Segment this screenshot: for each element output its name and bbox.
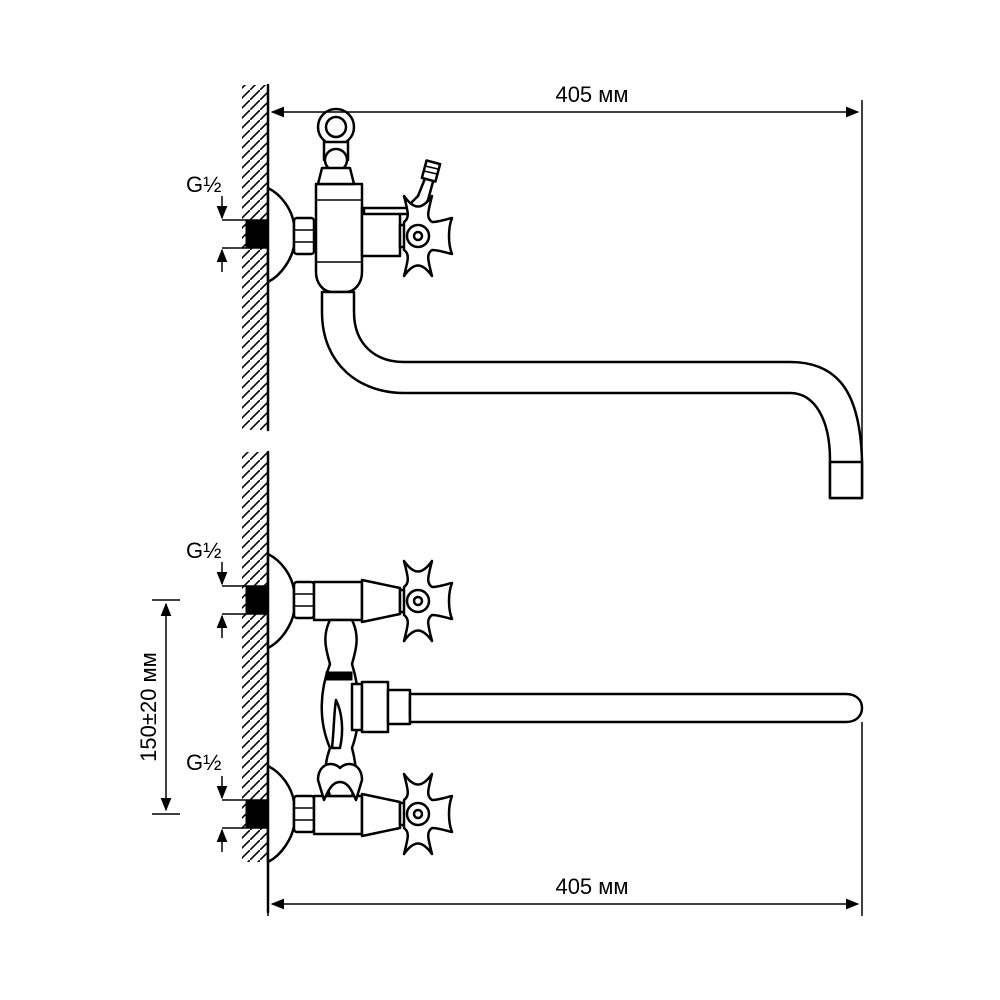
top-view: 405 мм G½	[186, 82, 864, 500]
dimension-label-bottom: 405 мм	[555, 874, 628, 899]
wall-flange-top	[266, 186, 296, 284]
thread-label-upper: G½	[186, 538, 221, 563]
wall-flange-lower	[266, 764, 296, 864]
cross-handle-upper	[402, 559, 454, 643]
shower-holder	[316, 762, 364, 802]
curved-spout	[320, 290, 864, 500]
cross-handle-top	[402, 194, 454, 278]
spout-aerator	[828, 460, 864, 500]
wall-hatch-top	[242, 85, 268, 430]
nut-lower	[292, 794, 316, 834]
inlet-thread-lower	[245, 799, 269, 829]
spacing-label: 150±20 мм	[136, 652, 161, 762]
mixer-ring	[325, 671, 353, 681]
thread-label-lower: G½	[186, 750, 221, 775]
inlet-thread-top	[245, 219, 269, 249]
straight-spout	[408, 692, 864, 724]
cross-handle-lower	[402, 772, 454, 856]
inlet-thread-upper	[245, 585, 269, 615]
wall-hatch-bottom	[242, 452, 268, 862]
nut-top	[292, 216, 316, 256]
wall-flange-upper	[266, 552, 296, 650]
thread-label-top: G½	[186, 172, 221, 197]
bottom-view: 405 мм 150±20 мм G½ G½	[136, 450, 864, 916]
spout-body-connector	[360, 680, 390, 734]
valve-body-upper	[312, 580, 364, 622]
valve-body-lower	[312, 794, 364, 836]
dimension-label-top: 405 мм	[555, 82, 628, 107]
nut-upper	[292, 580, 316, 620]
spout-collar	[350, 682, 364, 732]
